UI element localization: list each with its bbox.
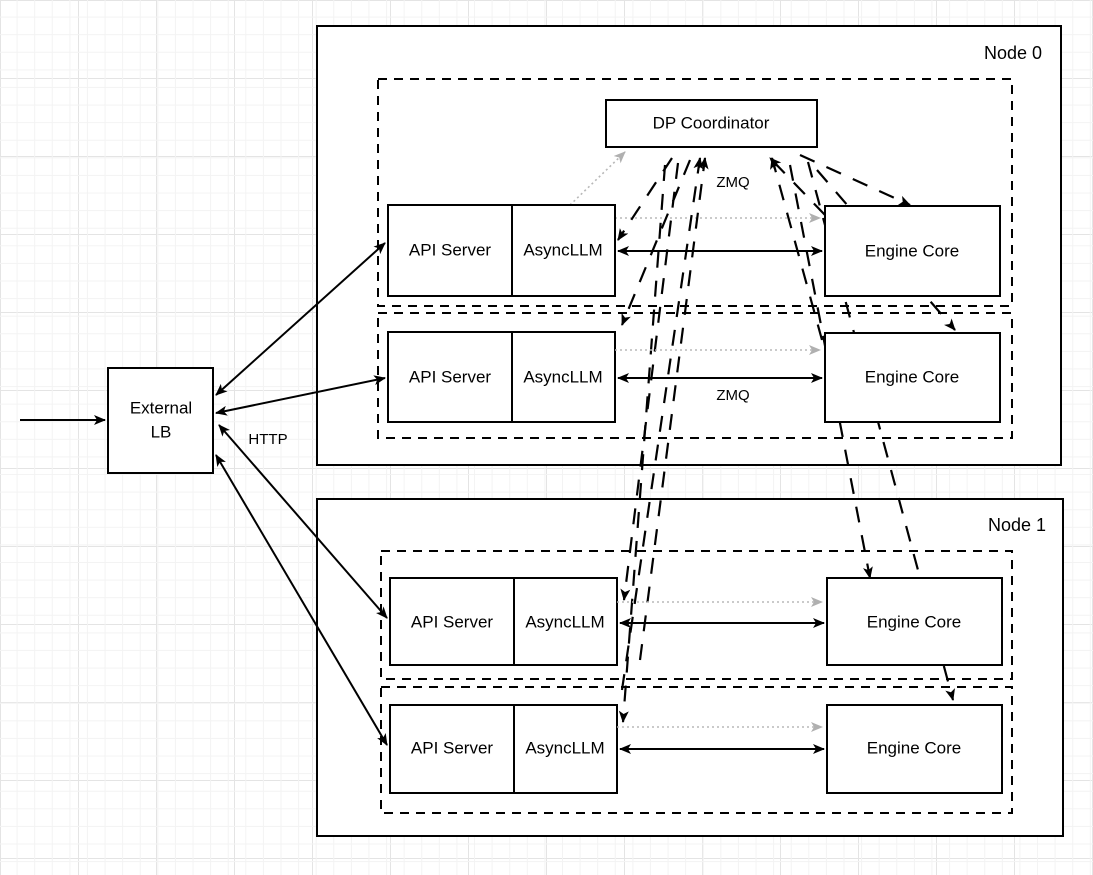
node-1-group-0-enginecore-label: Engine Core (867, 612, 962, 631)
dp-coordinator-label: DP Coordinator (653, 113, 770, 132)
node-0-group-1-enginecore-box[interactable] (824, 332, 1001, 423)
node-0-group-1-apiserver-box[interactable] (387, 331, 616, 423)
node-0-group-1-boundary (377, 312, 1013, 439)
node-1-group-1-asyncllm-label: AsyncLLM (525, 738, 604, 757)
node-0-label: Node 0 (984, 43, 1042, 63)
edge-coordinator-to-asyncllm-1-1 (618, 164, 667, 723)
node-0-group-1-api-server-label: API Server (409, 367, 492, 386)
edge-enginecore-1-0-to-coordinator (638, 157, 709, 661)
external-lb-label-line2: LB (151, 422, 172, 441)
node-0-group-0-enginecore-box[interactable] (824, 205, 1001, 297)
node-0-group-0-apiserver-box[interactable] (387, 204, 616, 297)
node-1-group-0-enginecore-box[interactable] (826, 577, 1003, 666)
http-label: HTTP (248, 431, 287, 448)
dp-coordinator-box[interactable] (605, 99, 818, 148)
node-1-group-1-api-server-label: API Server (411, 738, 494, 757)
node-0-group-0-api-server-label: API Server (409, 240, 492, 259)
node-1-group-1-enginecore-box[interactable] (826, 704, 1003, 794)
edge-coordinator-to-enginecore-0-1 (816, 169, 956, 331)
node-0-group-1-enginecore-label: Engine Core (865, 367, 960, 386)
edge-lb-to-apiserver-0-0 (215, 242, 386, 396)
node-1-group-1-boundary (380, 686, 1013, 814)
node-0-group-0-boundary (377, 78, 1013, 307)
zmq-label-top: ZMQ (716, 174, 749, 191)
edge-lb-to-apiserver-0-1 (215, 375, 386, 416)
node-0-group-0-asyncllm-label: AsyncLLM (523, 240, 602, 259)
node-1-group-0-boundary (380, 550, 1013, 680)
external-lb-label-line1: External (130, 398, 192, 417)
node-1-label: Node 1 (988, 515, 1046, 535)
node-1-group-0-asyncllm-label: AsyncLLM (525, 612, 604, 631)
edge-coordinator-to-asyncllm-1-0 (620, 162, 680, 601)
node-1-group-0-api-server-label: API Server (411, 612, 494, 631)
zmq-label-bottom: ZMQ (716, 387, 749, 404)
edge-coordinator-to-asyncllm-0-1 (620, 159, 692, 326)
node-0-group-0-enginecore-label: Engine Core (865, 241, 960, 260)
external-lb-box[interactable] (107, 367, 214, 474)
node-1-group-1-enginecore-label: Engine Core (867, 738, 962, 757)
edge-coordinator-to-enginecore-0-0 (799, 153, 911, 207)
node-0-group-1-asyncllm-label: AsyncLLM (523, 367, 602, 386)
node-1-group-1-apiserver-box[interactable] (389, 704, 618, 794)
edge-lb-to-apiserver-1-1 (215, 454, 388, 746)
node-1-group-0-apiserver-box[interactable] (389, 577, 618, 666)
